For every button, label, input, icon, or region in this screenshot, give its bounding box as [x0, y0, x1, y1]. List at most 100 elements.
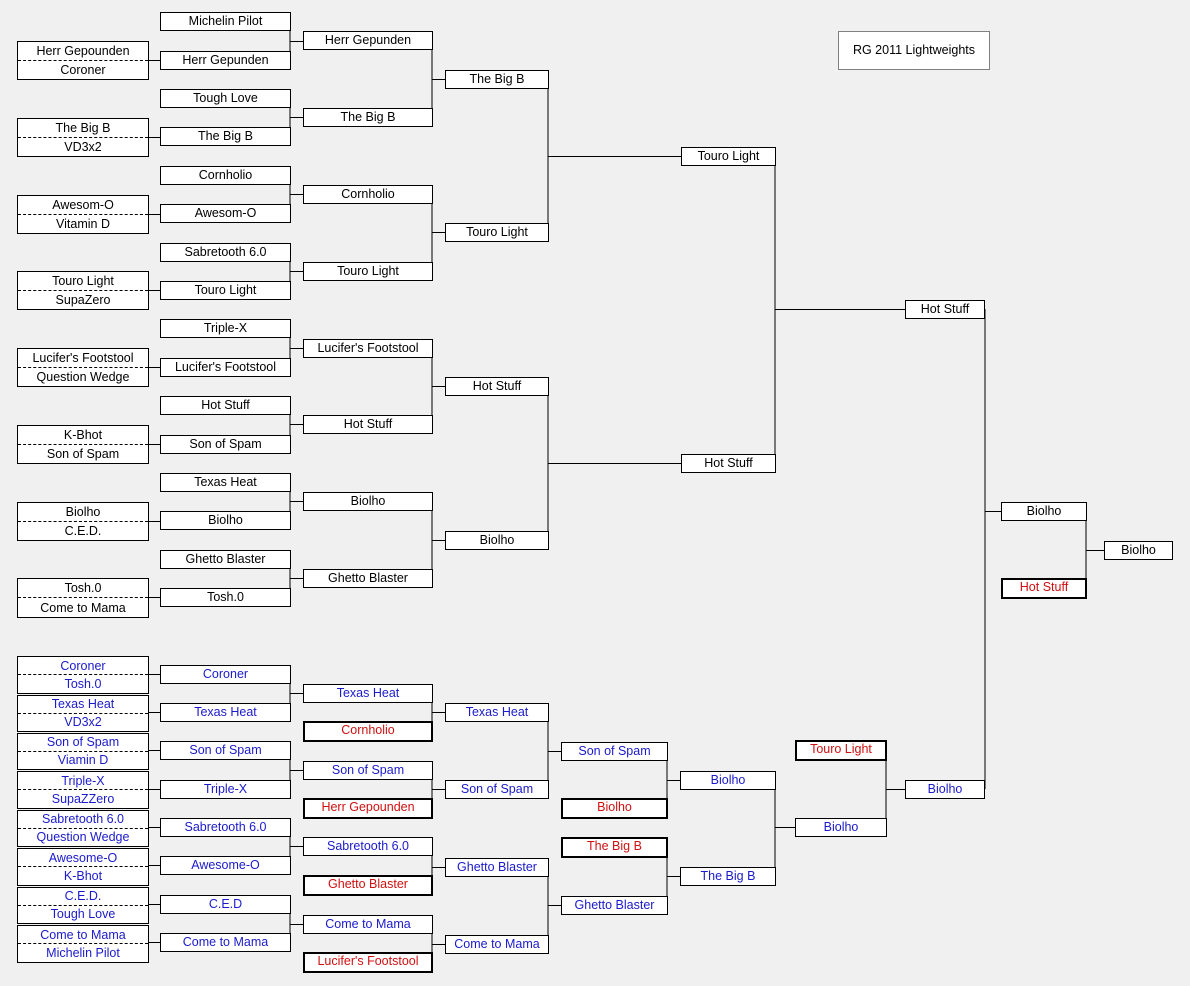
- losers-pair: Coroner Tosh.0: [17, 656, 149, 694]
- match-slot: Ghetto Blaster: [303, 569, 433, 588]
- match-slot: Texas Heat: [303, 684, 433, 703]
- dropped-in-slot: Herr Gepounden: [303, 798, 433, 819]
- team-name: Biolho: [18, 503, 148, 522]
- qualifier-pair: K-Bhot Son of Spam: [17, 425, 149, 464]
- match-slot: Biolho: [160, 511, 291, 530]
- match-slot: Touro Light: [445, 223, 549, 242]
- grand-final-slot: Biolho: [1001, 502, 1087, 521]
- team-name: Tough Love: [50, 907, 116, 922]
- match-slot: Ghetto Blaster: [160, 550, 291, 569]
- match-slot: Awesom-O: [160, 204, 291, 223]
- match-slot: The Big B: [303, 108, 433, 127]
- qualifier-pair: Tosh.0 Come to Mama: [17, 578, 149, 618]
- match-slot: Son of Spam: [303, 761, 433, 780]
- team-name: Touro Light: [18, 272, 148, 291]
- dropped-in-slot: Biolho: [561, 798, 668, 819]
- team-name: Tosh.0: [64, 677, 102, 691]
- team-name: K-Bhot: [18, 426, 148, 445]
- match-slot: Herr Gepunden: [303, 31, 433, 50]
- match-slot: Lucifer's Footstool: [303, 339, 433, 358]
- qualifier-pair: Lucifer's Footstool Question Wedge: [17, 348, 149, 387]
- losers-pair: Texas Heat VD3x2: [17, 695, 149, 732]
- qualifier-pair: Herr Gepounden Coroner: [17, 41, 149, 80]
- match-slot: Biolho: [680, 771, 776, 790]
- match-slot: Hot Stuff: [303, 415, 433, 434]
- losers-pair: Come to Mama Michelin Pilot: [17, 925, 149, 963]
- qualifier-pair: Touro Light SupaZero: [17, 271, 149, 310]
- team-name: Question Wedge: [36, 369, 130, 384]
- match-slot: The Big B: [160, 127, 291, 146]
- team-name: SupaZero: [55, 292, 111, 307]
- qualifier-pair: Awesom-O Vitamin D: [17, 195, 149, 234]
- dropped-in-slot: Ghetto Blaster: [303, 875, 433, 896]
- team-name: Tosh.0: [18, 579, 148, 598]
- match-slot: Awesome-O: [160, 856, 291, 875]
- team-name: Son of Spam: [46, 446, 120, 461]
- match-slot: Touro Light: [160, 281, 291, 300]
- losers-pair: Awesome-O K-Bhot: [17, 848, 149, 886]
- match-slot: Son of Spam: [160, 741, 291, 760]
- match-slot: Tosh.0: [160, 588, 291, 607]
- match-slot: Come to Mama: [303, 915, 433, 934]
- tournament-champion: Biolho: [1104, 541, 1173, 560]
- match-slot: Son of Spam: [160, 435, 291, 454]
- match-slot: Come to Mama: [160, 933, 291, 952]
- match-slot: Sabretooth 6.0: [160, 243, 291, 262]
- match-slot: Touro Light: [681, 147, 776, 166]
- match-slot: Lucifer's Footstool: [160, 358, 291, 377]
- team-name: C.E.D.: [64, 523, 102, 538]
- match-slot: Ghetto Blaster: [445, 858, 549, 877]
- team-name: Coroner: [60, 62, 106, 77]
- team-name: K-Bhot: [63, 869, 103, 883]
- team-name: Herr Gepounden: [18, 42, 148, 61]
- losers-pair: Triple-X SupaZZero: [17, 771, 149, 809]
- match-slot: Triple-X: [160, 780, 291, 799]
- team-name: Come to Mama: [18, 926, 148, 944]
- match-slot: Ghetto Blaster: [561, 896, 668, 915]
- match-slot: Texas Heat: [160, 703, 291, 722]
- losers-pair: Son of Spam Viamin D: [17, 733, 149, 770]
- dropped-in-slot: Lucifer's Footstool: [303, 952, 433, 973]
- match-slot: Hot Stuff: [445, 377, 549, 396]
- match-slot: Sabretooth 6.0: [160, 818, 291, 837]
- match-slot: Tough Love: [160, 89, 291, 108]
- match-slot: Triple-X: [160, 319, 291, 338]
- match-slot: Herr Gepunden: [160, 51, 291, 70]
- qualifier-pair: Biolho C.E.D.: [17, 502, 149, 541]
- match-slot: Biolho: [445, 531, 549, 550]
- match-slot: Son of Spam: [445, 780, 549, 799]
- match-slot: Hot Stuff: [681, 454, 776, 473]
- team-name: Awesome-O: [18, 849, 148, 867]
- team-name: VD3x2: [64, 139, 102, 154]
- match-slot: Texas Heat: [160, 473, 291, 492]
- losers-pair: C.E.D. Tough Love: [17, 887, 149, 924]
- dropped-in-slot: Touro Light: [795, 740, 887, 761]
- bracket-title: RG 2011 Lightweights: [838, 31, 990, 70]
- qualifier-pair: The Big B VD3x2: [17, 118, 149, 157]
- match-slot: Come to Mama: [445, 935, 549, 954]
- team-name: Triple-X: [18, 772, 148, 790]
- team-name: The Big B: [18, 119, 148, 138]
- team-name: SupaZZero: [51, 792, 115, 806]
- match-slot: The Big B: [680, 867, 776, 886]
- match-slot: Son of Spam: [561, 742, 668, 761]
- match-slot: Touro Light: [303, 262, 433, 281]
- team-name: Coroner: [18, 657, 148, 675]
- winners-bracket-champion: Hot Stuff: [905, 300, 985, 319]
- match-slot: Coroner: [160, 665, 291, 684]
- match-slot: Cornholio: [303, 185, 433, 204]
- team-name: Lucifer's Footstool: [18, 349, 148, 368]
- match-slot: Michelin Pilot: [160, 12, 291, 31]
- match-slot: Texas Heat: [445, 703, 549, 722]
- team-name: Sabretooth 6.0: [18, 811, 148, 829]
- match-slot: Biolho: [795, 818, 887, 837]
- team-name: C.E.D.: [18, 888, 148, 906]
- match-slot: Cornholio: [160, 166, 291, 185]
- team-name: Question Wedge: [36, 830, 130, 845]
- match-slot: The Big B: [445, 70, 549, 89]
- losers-bracket-champion: Biolho: [905, 780, 985, 799]
- team-name: Texas Heat: [18, 696, 148, 714]
- dropped-in-slot: Hot Stuff: [1001, 578, 1087, 599]
- dropped-in-slot: The Big B: [561, 837, 668, 858]
